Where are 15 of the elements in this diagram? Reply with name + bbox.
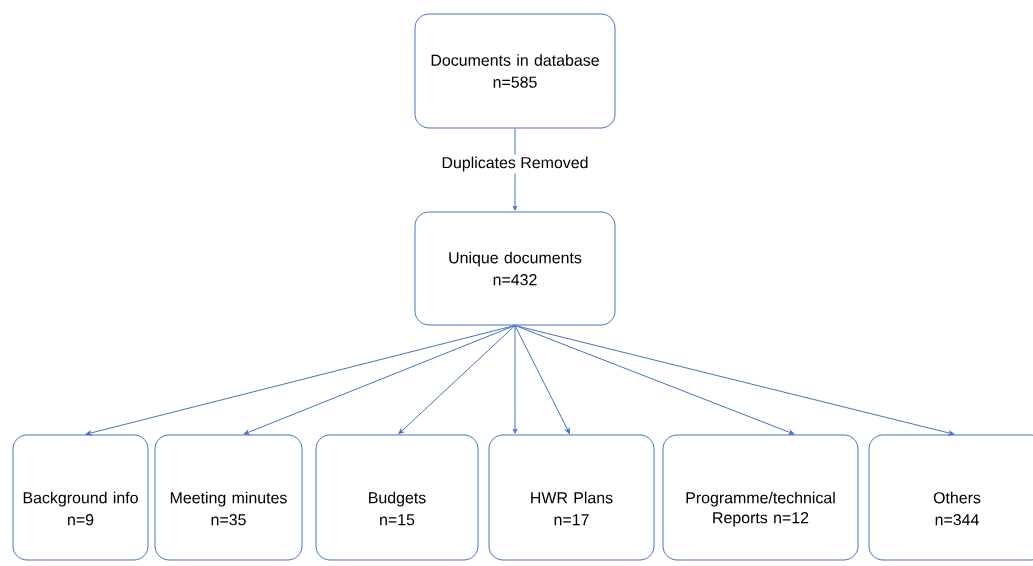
document-box: Documents in database n=585 xyxy=(414,13,616,129)
arrow xyxy=(398,325,516,435)
document-box: Meeting minutes n=35 xyxy=(154,434,303,561)
arrow xyxy=(85,325,516,436)
document-box: Programme/technical Reports n=12 xyxy=(662,434,859,561)
document-box: Background info n=9 xyxy=(12,434,149,561)
document-box: HWR Plans n=17 xyxy=(488,434,655,561)
edge-label: Duplicates Removed xyxy=(439,154,591,174)
arrow xyxy=(514,325,955,436)
arrow xyxy=(243,325,516,435)
document-box: Budgets n=15 xyxy=(315,434,479,561)
arrow xyxy=(512,325,518,434)
document-box: Unique documents n=432 xyxy=(414,211,616,326)
document-box: Others n=344 xyxy=(868,434,1033,561)
arrow xyxy=(514,325,570,434)
